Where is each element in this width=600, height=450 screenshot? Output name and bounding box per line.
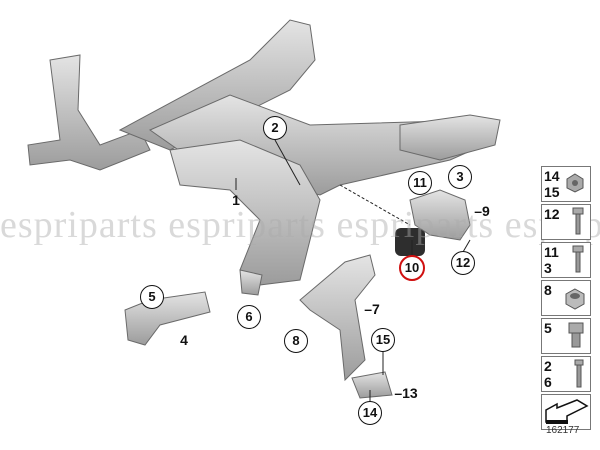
legend-number: 14 — [544, 168, 560, 184]
callout-10-highlighted[interactable]: 10 — [399, 255, 425, 281]
wishbone-part-7 — [299, 254, 376, 382]
legend-number: 11 — [544, 244, 559, 260]
label-9[interactable]: –9 — [474, 203, 490, 219]
watermark: espriparts espriparts espriparts espripa… — [0, 204, 600, 246]
callout-11[interactable]: 11 — [408, 171, 432, 195]
ball-joint-part-13 — [351, 371, 393, 399]
callout-8[interactable]: 8 — [284, 329, 308, 353]
short-bolt-icon — [568, 322, 584, 348]
legend-number: 12 — [544, 206, 560, 222]
label-13[interactable]: –13 — [394, 385, 418, 401]
bushing-part-10 — [395, 228, 425, 256]
legend-cell-12[interactable]: 12 — [541, 204, 591, 240]
hex-bolt-icon — [572, 245, 584, 273]
diagram-part-number: 162177 — [546, 425, 580, 436]
leader-lines — [235, 139, 471, 402]
flange-nut-icon — [566, 173, 584, 193]
callout-15[interactable]: 15 — [371, 328, 395, 352]
callout-12[interactable]: 12 — [451, 251, 475, 275]
legend-number: 5 — [544, 320, 552, 336]
direction-arrow-icon — [545, 399, 589, 424]
legend-cell-11-3[interactable]: 11 3 — [541, 242, 591, 278]
fastener-legend: 14 15 12 11 3 8 5 2 6 — [541, 166, 591, 432]
callout-3[interactable]: 3 — [448, 165, 472, 189]
callout-5[interactable]: 5 — [140, 285, 164, 309]
legend-number: 3 — [544, 260, 552, 276]
lock-nut-icon — [565, 288, 585, 310]
legend-number: 8 — [544, 282, 552, 298]
legend-number: 6 — [544, 374, 552, 390]
flange-bolt-icon — [572, 207, 584, 235]
label-4[interactable]: 4 — [180, 332, 188, 348]
label-7[interactable]: –7 — [364, 301, 380, 317]
legend-cell-14-15[interactable]: 14 15 — [541, 166, 591, 202]
axle-subframe — [27, 19, 501, 296]
bracket-part-9 — [409, 189, 471, 241]
legend-cell-5[interactable]: 5 — [541, 318, 591, 354]
bracket-part-4 — [124, 291, 211, 346]
callout-14[interactable]: 14 — [358, 401, 382, 425]
legend-cell-2-6[interactable]: 2 6 — [541, 356, 591, 392]
legend-cell-8[interactable]: 8 — [541, 280, 591, 316]
legend-number: 2 — [544, 358, 552, 374]
long-bolt-icon — [574, 359, 584, 388]
legend-cell-arrow[interactable] — [541, 394, 591, 430]
legend-number: 15 — [544, 184, 560, 200]
label-1[interactable]: 1 — [232, 192, 240, 208]
callout-2[interactable]: 2 — [263, 116, 287, 140]
callout-6[interactable]: 6 — [237, 305, 261, 329]
